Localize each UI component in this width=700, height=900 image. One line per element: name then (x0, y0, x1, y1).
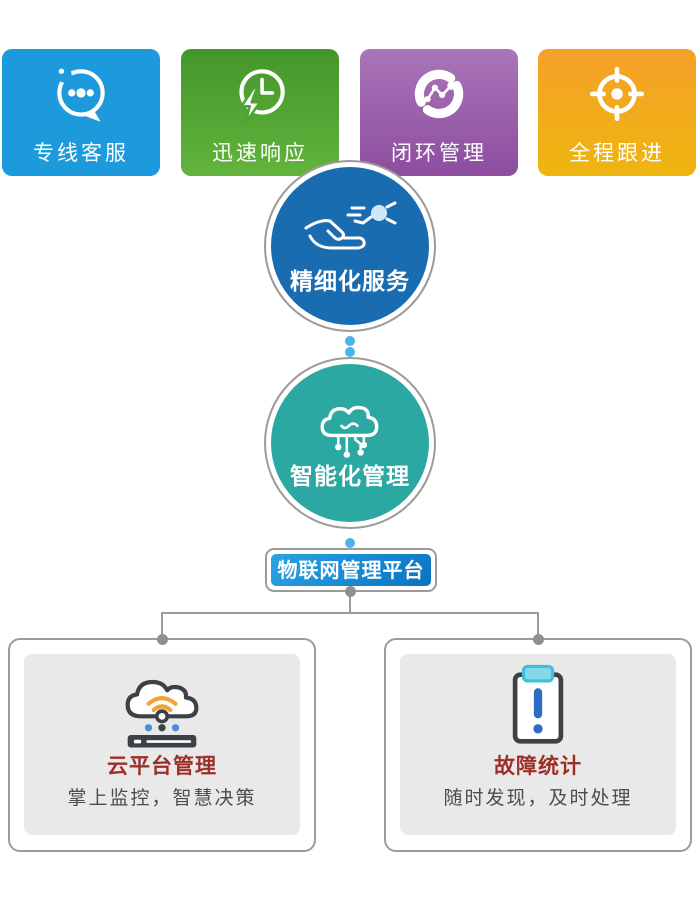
service-circle-refined: 精细化服务 (264, 160, 436, 332)
clock-lightning-icon (181, 49, 339, 143)
feature-card-full-tracking: 全程跟进 (538, 49, 696, 176)
connector-line (349, 590, 351, 613)
service-circle-label: 精细化服务 (290, 269, 410, 295)
cloud-network-icon (308, 397, 392, 461)
chat-bubble-icon (2, 49, 160, 143)
feature-card-rapid-response: 迅速响应 (181, 49, 339, 176)
feature-card-label: 全程跟进 (569, 141, 665, 165)
info-card-title: 故障统计 (494, 754, 582, 778)
dotted-connector-dot (345, 347, 355, 357)
dotted-connector-dot (345, 336, 355, 346)
connector-line (161, 612, 539, 614)
iot-platform-button-label: 物联网管理平台 (271, 554, 431, 586)
service-circle-label: 智能化管理 (290, 464, 410, 490)
feature-card-label: 专线客服 (33, 141, 129, 165)
connector-dot (345, 586, 356, 597)
cloud-server-icon (110, 662, 214, 754)
connector-line (161, 612, 163, 639)
iot-platform-button[interactable]: 物联网管理平台 (265, 548, 437, 592)
info-card-title: 云平台管理 (107, 754, 217, 778)
target-tracking-icon (538, 49, 696, 143)
connector-line (537, 612, 539, 639)
hand-service-icon (300, 198, 400, 266)
connector-dot (157, 634, 168, 645)
info-card-subtitle: 掌上监控，智慧决策 (67, 787, 257, 809)
fault-report-icon (486, 662, 590, 754)
closed-loop-icon (360, 49, 518, 143)
dotted-connector-dot (345, 538, 355, 548)
service-circle-intelligent: 智能化管理 (264, 357, 436, 529)
connector-dot (533, 634, 544, 645)
feature-card-dedicated-support: 专线客服 (2, 49, 160, 176)
feature-card-label: 闭环管理 (391, 141, 487, 165)
feature-card-label: 迅速响应 (212, 141, 308, 165)
info-card-cloud-platform: 云平台管理 掌上监控，智慧决策 (8, 638, 316, 852)
feature-card-closed-loop: 闭环管理 (360, 49, 518, 176)
info-card-fault-statistics: 故障统计 随时发现，及时处理 (384, 638, 692, 852)
info-card-subtitle: 随时发现，及时处理 (443, 787, 633, 809)
